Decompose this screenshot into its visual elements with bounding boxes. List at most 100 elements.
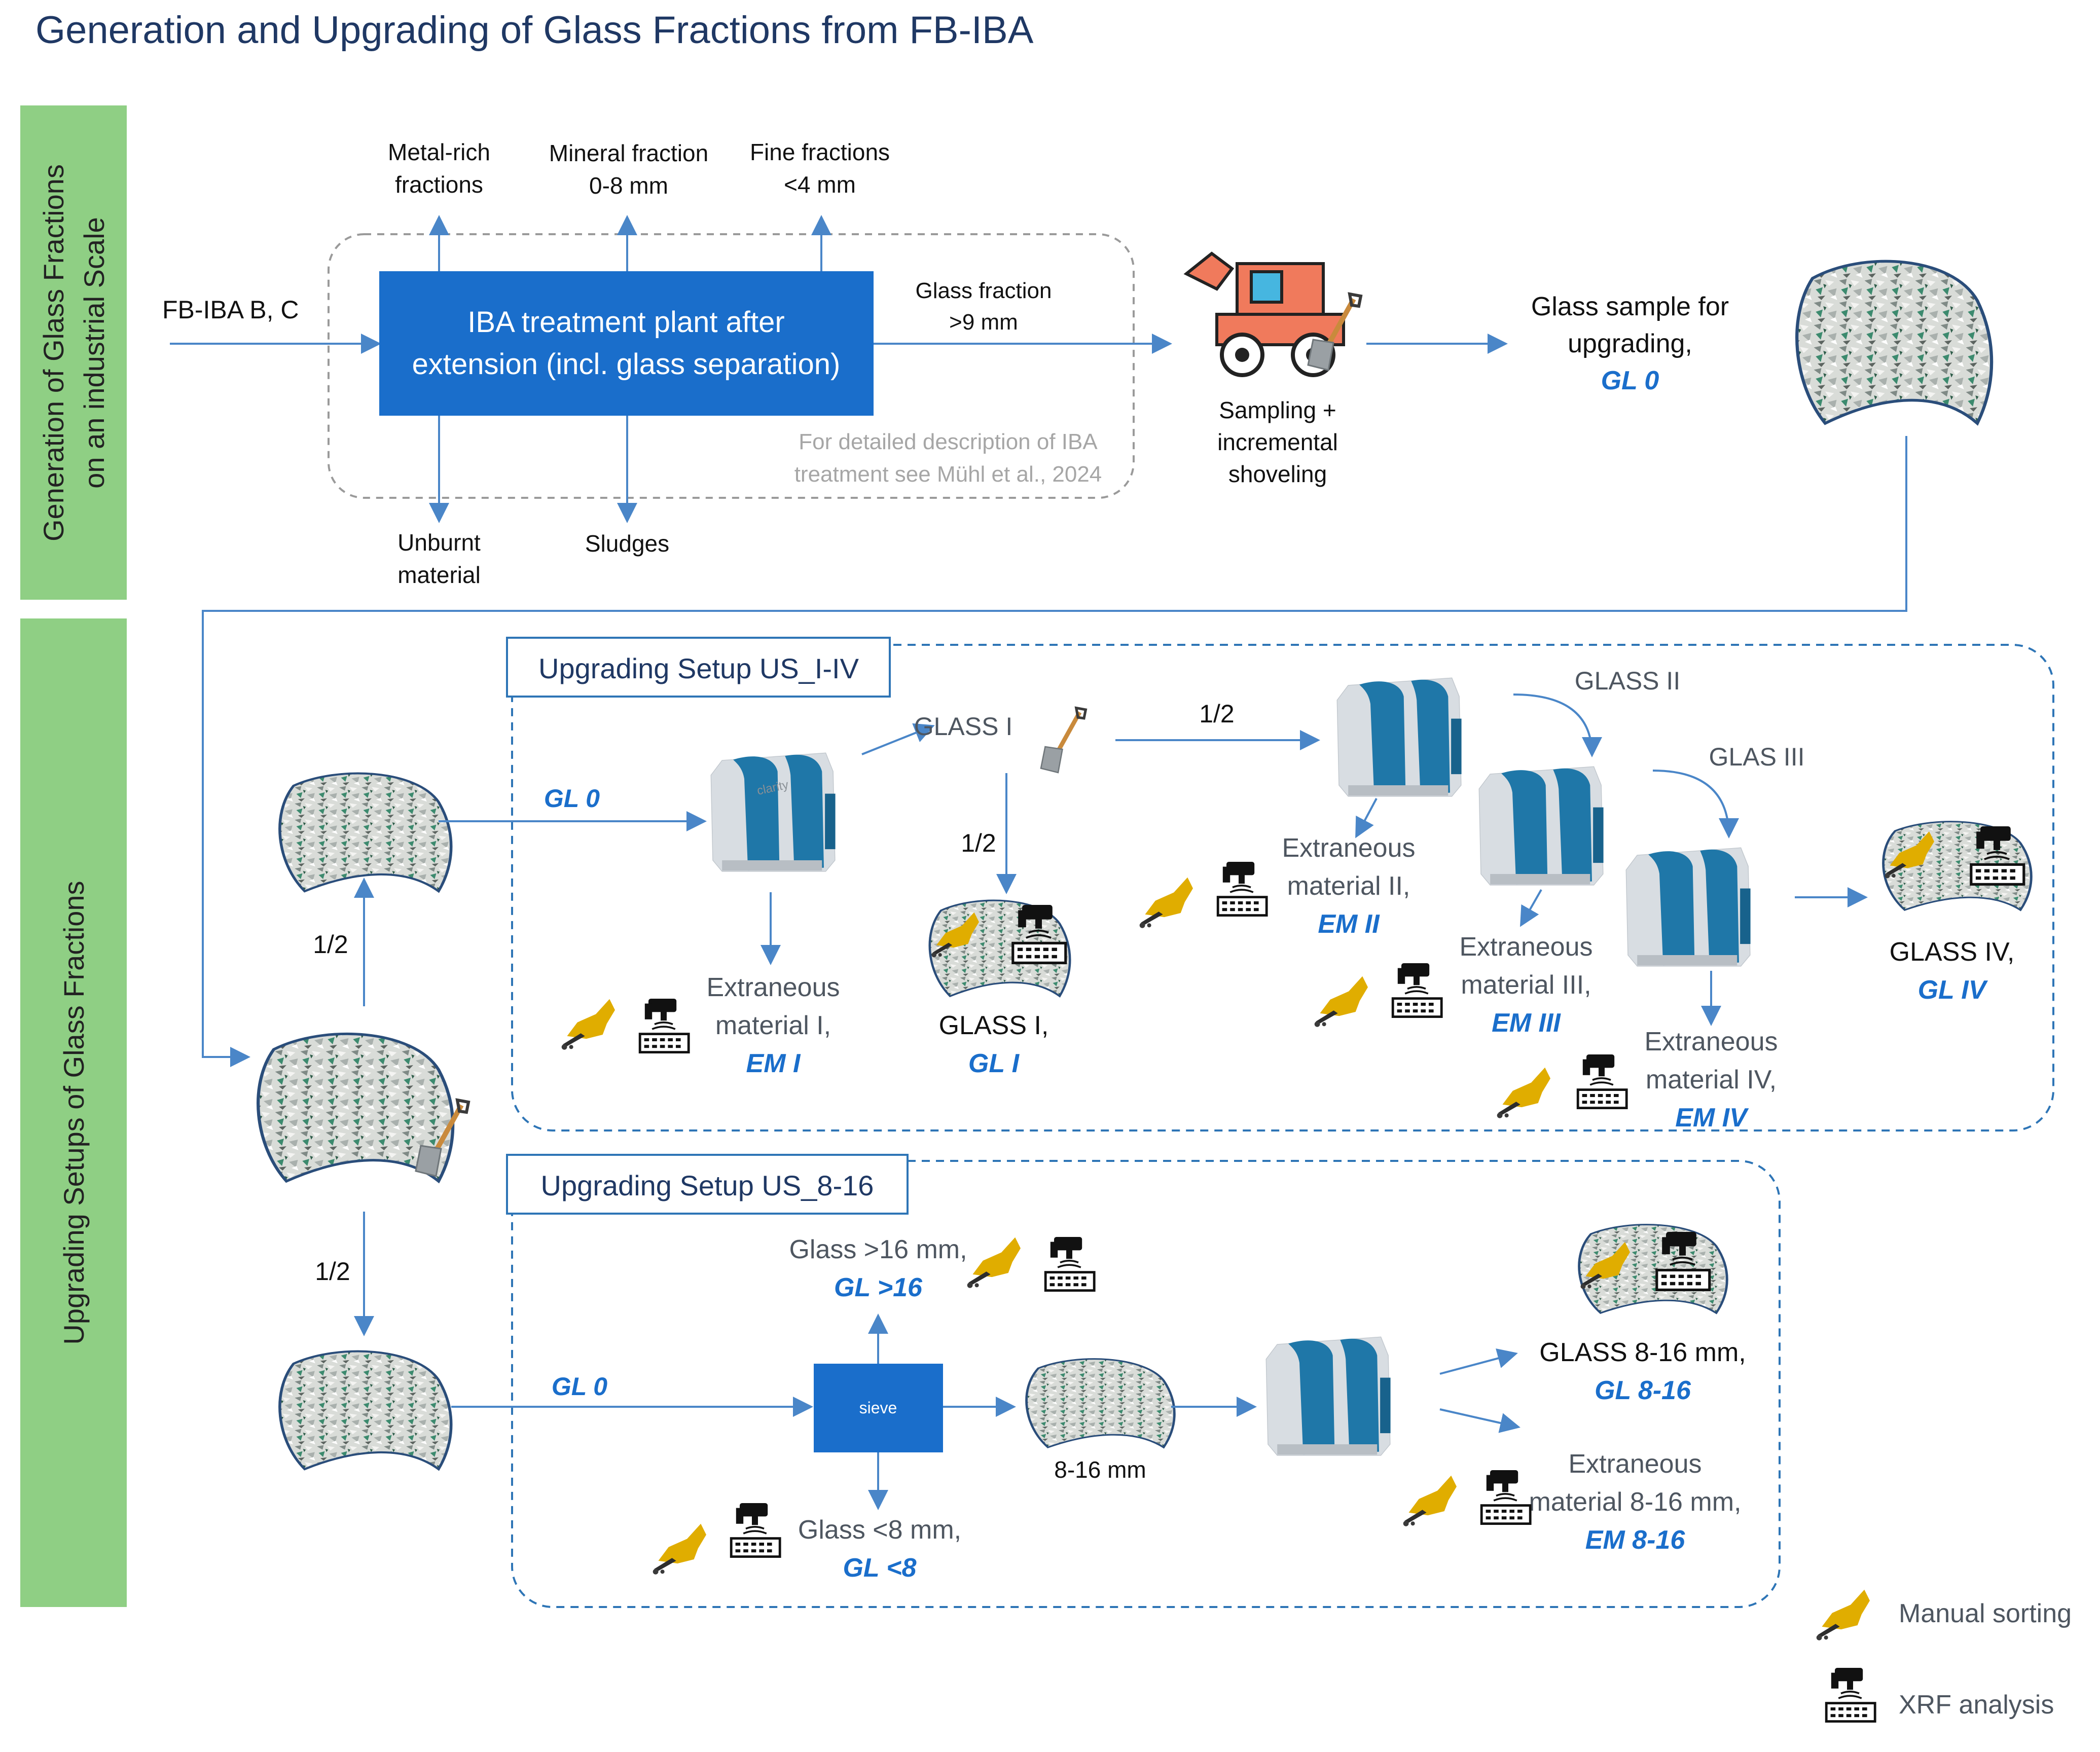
em2-code: EM II (1318, 909, 1380, 939)
plant-boundary (328, 233, 1135, 499)
mid-heap (1027, 1359, 1175, 1447)
gl8-code: GL <8 (843, 1553, 916, 1583)
setup2-title-box (506, 1154, 909, 1215)
note-label-2: treatment see Mühl et al., 2024 (794, 462, 1102, 487)
em2-manual-sorting-icon (1139, 877, 1193, 928)
input-label: FB-IBA B, C (162, 296, 299, 324)
legend-xrf-label: XRF analysis (1899, 1690, 2054, 1720)
mineral-label-2: 0-8 mm (589, 172, 668, 199)
plant-label-1: IBA treatment plant after (467, 306, 784, 339)
unburnt-label-1: Unburnt (397, 529, 481, 556)
arrow-em3 (1520, 889, 1542, 927)
legend-manual-sorting-icon (1816, 1589, 1870, 1640)
sieve-label: sieve (859, 1399, 897, 1417)
em816-manual-sorting-icon (1403, 1475, 1457, 1526)
em4-label-1: Extraneous (1644, 1027, 1778, 1056)
glass4-code: GL IV (1918, 975, 1988, 1005)
gl8-label: Glass <8 mm, (798, 1515, 961, 1545)
glass1-label: GLASS I, (939, 1011, 1049, 1040)
glass816-code: GL 8-16 (1595, 1376, 1691, 1405)
glass1-top-label: GLASS I (914, 712, 1013, 741)
sorter-3 (1478, 766, 1604, 886)
em3-label-2: material III, (1461, 970, 1591, 1000)
em816-label-1: Extraneous (1568, 1449, 1701, 1479)
fine-label-2: <4 mm (784, 171, 856, 198)
arrow-glass816 (1439, 1348, 1518, 1375)
em3-code: EM III (1492, 1008, 1561, 1038)
gl16-label: Glass >16 mm, (789, 1235, 967, 1264)
split-lower-label: 1/2 (315, 1257, 350, 1286)
industrial-section-bar (20, 105, 127, 600)
glass4-label: GLASS IV, (1890, 937, 2015, 967)
sorter-4 (1625, 847, 1751, 967)
metal-rich-label-2: fractions (395, 171, 483, 198)
upgrading-section-bar (20, 618, 127, 1607)
sampling-label-2: incremental (1217, 429, 1338, 455)
arrow-glass3 (1652, 770, 1739, 838)
em4-code: EM IV (1675, 1103, 1749, 1133)
em4-label-2: material IV, (1646, 1065, 1777, 1094)
glass-fraction-label-1: Glass fraction (916, 278, 1052, 303)
half-right-label: 1/2 (1199, 700, 1235, 728)
loader-icon (1183, 251, 1345, 377)
em3-xrf-icon (1393, 963, 1441, 1017)
setup2-gl0-label: GL 0 (552, 1372, 607, 1401)
industrial-section-label-1: Generation of Glass Fractions (38, 164, 69, 541)
note-label-1: For detailed description of IBA (799, 429, 1098, 454)
mineral-label-1: Mineral fraction (549, 140, 708, 166)
arrow-em816 (1439, 1408, 1520, 1433)
glass2-top-label: GLASS II (1575, 667, 1680, 695)
metal-rich-label-1: Metal-rich (388, 139, 490, 165)
em816-xrf-icon (1481, 1470, 1530, 1524)
gl16-code: GL >16 (834, 1273, 923, 1302)
legend-manual-label: Manual sorting (1899, 1599, 2072, 1628)
sampling-label-1: Sampling + (1219, 397, 1336, 423)
industrial-section-label-2: on an industrial Scale (78, 217, 110, 488)
plant-label-2: extension (incl. glass separation) (412, 348, 841, 381)
sorter-1 (710, 752, 836, 872)
glass1-code: GL I (968, 1049, 1020, 1078)
em4-manual-sorting-icon (1497, 1067, 1550, 1118)
connector-arrow (202, 436, 1907, 1067)
sieve-box (814, 1364, 943, 1452)
em1-manual-sorting-icon (561, 999, 615, 1050)
treatment-plant-box (379, 271, 874, 416)
arrow-to-glass1 (861, 723, 935, 755)
setup1-title: Upgrading Setup US_I-IV (538, 652, 859, 684)
em1-label-2: material I, (715, 1011, 831, 1040)
arrow-glass2 (1513, 694, 1602, 757)
arrow-em2 (1355, 798, 1378, 838)
setup1-title-box (506, 637, 891, 698)
gl8-manual-sorting-icon (653, 1523, 706, 1575)
unburnt-label-2: material (397, 562, 481, 588)
em816-code: EM 8-16 (1585, 1525, 1686, 1555)
em3-label-1: Extraneous (1459, 932, 1592, 962)
gl16-xrf-icon (1045, 1237, 1094, 1291)
legend-xrf-icon (1826, 1668, 1875, 1722)
setup1-gl0-label: GL 0 (544, 784, 600, 813)
half-down-label: 1/2 (961, 829, 996, 857)
split-upper-label: 1/2 (313, 930, 348, 959)
upgrading-section-label: Upgrading Setups of Glass Fractions (58, 881, 90, 1344)
em2-label-1: Extraneous (1282, 833, 1415, 863)
sample-label-2: upgrading, (1568, 329, 1692, 358)
em2-label-2: material II, (1287, 871, 1410, 901)
em3-manual-sorting-icon (1314, 976, 1368, 1027)
em1-xrf-icon (640, 999, 689, 1052)
glass-fraction-label-2: >9 mm (949, 310, 1018, 335)
sludges-label: Sludges (585, 530, 669, 557)
heap-upper (280, 774, 451, 891)
setup2-title: Upgrading Setup US_8-16 (541, 1170, 874, 1201)
em2-xrf-icon (1218, 862, 1266, 916)
em4-xrf-icon (1578, 1054, 1626, 1108)
sampling-label-3: shoveling (1228, 461, 1327, 487)
sorter-5 (1265, 1336, 1391, 1456)
setup2-boundary (511, 1160, 1781, 1608)
gl16-manual-sorting-icon (967, 1237, 1021, 1288)
diagram-title: Generation and Upgrading of Glass Fracti… (35, 9, 1034, 52)
em1-code: EM I (746, 1049, 801, 1078)
gl8-xrf-icon (731, 1503, 780, 1557)
sorter-2 (1336, 677, 1462, 797)
glass3-top-label: GLAS III (1709, 743, 1805, 771)
